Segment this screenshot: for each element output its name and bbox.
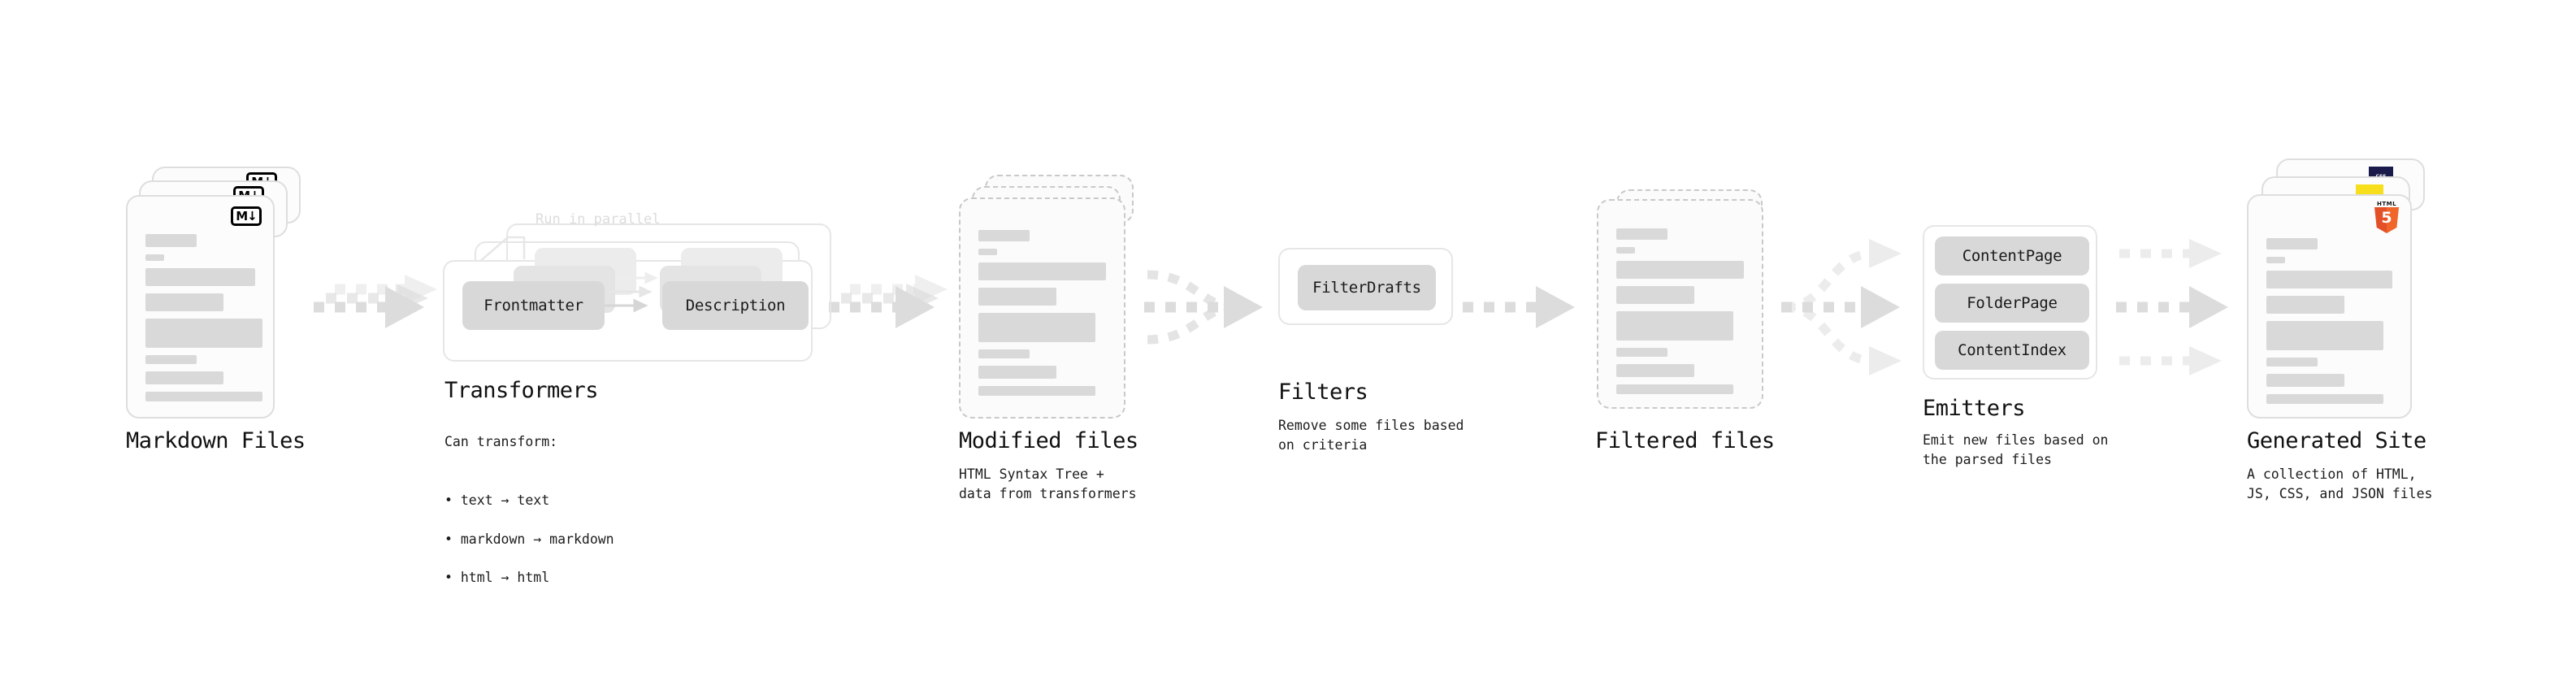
filters-frame: FilterDrafts bbox=[1278, 248, 1453, 325]
stage-title-filtered-files: Filtered files bbox=[1595, 428, 1775, 453]
markdown-icon: M↓ bbox=[231, 206, 262, 226]
transformer-inner-arrows bbox=[604, 271, 658, 313]
stage-title-generated-site: Generated Site bbox=[2247, 428, 2426, 453]
filtered-sheet-front bbox=[1597, 199, 1763, 409]
transformers-desc-item: text → text bbox=[445, 491, 614, 510]
site-sheet-front: HTML 5 bbox=[2247, 194, 2412, 419]
transformers-desc-heading: Can transform: bbox=[445, 433, 558, 449]
stage-filtered-files bbox=[1597, 189, 1772, 425]
stage-markdown-files: M↓ M↓ M↓ bbox=[126, 167, 301, 419]
arrow-emitters-to-site bbox=[2116, 239, 2228, 375]
modified-skeleton bbox=[978, 230, 1106, 403]
html5-icon-shield: 5 bbox=[2374, 207, 2399, 233]
skeleton-bar bbox=[2266, 296, 2344, 314]
run-in-parallel-label: Run in parallel bbox=[536, 211, 661, 228]
skeleton-bar bbox=[145, 234, 197, 247]
skeleton-bar bbox=[1616, 311, 1733, 340]
stage-title-markdown-files: Markdown Files bbox=[126, 428, 306, 453]
stage-title-transformers: Transformers bbox=[445, 378, 599, 403]
stage-modified-files bbox=[959, 175, 1134, 419]
stage-transformers: Frontmatter Description bbox=[443, 223, 833, 362]
stage-title-filters: Filters bbox=[1278, 380, 1368, 405]
skeleton-bar bbox=[1616, 247, 1635, 254]
skeleton-bar bbox=[2266, 394, 2383, 404]
emitter-chip-contentpage[interactable]: ContentPage bbox=[1935, 236, 2089, 275]
skeleton-bar bbox=[978, 288, 1056, 306]
skeleton-bar bbox=[145, 371, 223, 384]
stage-generated-site: CSS HTML 5 bbox=[2247, 158, 2425, 419]
skeleton-bar bbox=[978, 313, 1095, 342]
stage-title-modified-files: Modified files bbox=[959, 428, 1138, 453]
transformer-chip-frontmatter[interactable]: Frontmatter bbox=[462, 281, 605, 330]
skeleton-bar bbox=[1616, 228, 1667, 240]
skeleton-bar bbox=[1616, 348, 1667, 357]
arrow-filters-to-filtered bbox=[1463, 286, 1575, 328]
stage-desc-modified-files: HTML Syntax Tree + data from transformer… bbox=[959, 466, 1137, 501]
skeleton-bar bbox=[978, 386, 1095, 396]
skeleton-bar bbox=[145, 293, 223, 311]
skeleton-bar bbox=[978, 349, 1030, 358]
emitters-frame: ContentPage FolderPage ContentIndex bbox=[1923, 225, 2097, 380]
skeleton-bar bbox=[2266, 238, 2318, 249]
skeleton-bar bbox=[2266, 374, 2344, 387]
skeleton-bar bbox=[145, 392, 262, 401]
site-file-stack: CSS HTML 5 bbox=[2247, 158, 2425, 419]
skeleton-bar bbox=[1616, 384, 1733, 394]
skeleton-bar bbox=[1616, 286, 1694, 304]
arrow-markdown-to-transformers bbox=[314, 275, 437, 328]
emitter-chip-folderpage[interactable]: FolderPage bbox=[1935, 284, 2089, 323]
skeleton-bar bbox=[978, 230, 1030, 241]
transformer-chip-description[interactable]: Description bbox=[662, 281, 809, 330]
arrow-modified-to-filters bbox=[1144, 270, 1263, 345]
stage-desc-filters: Remove some files based on criteria bbox=[1278, 418, 1464, 453]
skeleton-bar bbox=[2266, 321, 2383, 350]
skeleton-bar bbox=[145, 268, 255, 286]
skeleton-bar bbox=[145, 355, 197, 364]
skeleton-bar bbox=[978, 249, 997, 255]
skeleton-bar bbox=[145, 254, 164, 261]
skeleton-bar bbox=[2266, 271, 2392, 288]
transformers-desc-item: markdown → markdown bbox=[445, 530, 614, 549]
stage-desc-emitters: Emit new files based on the parsed files bbox=[1923, 432, 2109, 467]
html5-icon: HTML 5 bbox=[2373, 201, 2400, 233]
skeleton-bar bbox=[2266, 358, 2318, 367]
skeleton-bar bbox=[978, 366, 1056, 379]
stage-desc-transformers: Can transform: text → text markdown → ma… bbox=[445, 413, 614, 627]
stage-desc-generated-site: A collection of HTML, JS, CSS, and JSON … bbox=[2247, 466, 2433, 501]
transformers-desc-item: html → html bbox=[445, 568, 614, 588]
transformers-desc-list: text → text markdown → markdown html → h… bbox=[445, 471, 614, 607]
arrow-filtered-to-emitters bbox=[1781, 239, 1902, 375]
site-skeleton bbox=[2266, 238, 2392, 411]
emitter-chip-contentindex[interactable]: ContentIndex bbox=[1935, 331, 2089, 370]
filter-chip-filterdrafts[interactable]: FilterDrafts bbox=[1298, 265, 1436, 310]
markdown-skeleton bbox=[145, 234, 262, 409]
filtered-file-stack bbox=[1597, 189, 1772, 425]
html5-icon-word: HTML bbox=[2376, 201, 2397, 207]
skeleton-bar bbox=[978, 262, 1106, 280]
skeleton-bar bbox=[1616, 261, 1744, 279]
skeleton-bar bbox=[2266, 257, 2285, 263]
filtered-skeleton bbox=[1616, 228, 1744, 401]
skeleton-bar bbox=[1616, 364, 1694, 377]
modified-file-stack bbox=[959, 175, 1134, 419]
stage-title-emitters: Emitters bbox=[1923, 396, 2026, 421]
skeleton-bar bbox=[145, 319, 262, 348]
markdown-file-stack: M↓ M↓ M↓ bbox=[126, 167, 301, 419]
arrow-transformers-to-modified bbox=[829, 275, 948, 328]
modified-sheet-front bbox=[959, 197, 1125, 419]
html5-icon-number: 5 bbox=[2381, 209, 2392, 227]
markdown-sheet-front: M↓ bbox=[126, 195, 275, 419]
